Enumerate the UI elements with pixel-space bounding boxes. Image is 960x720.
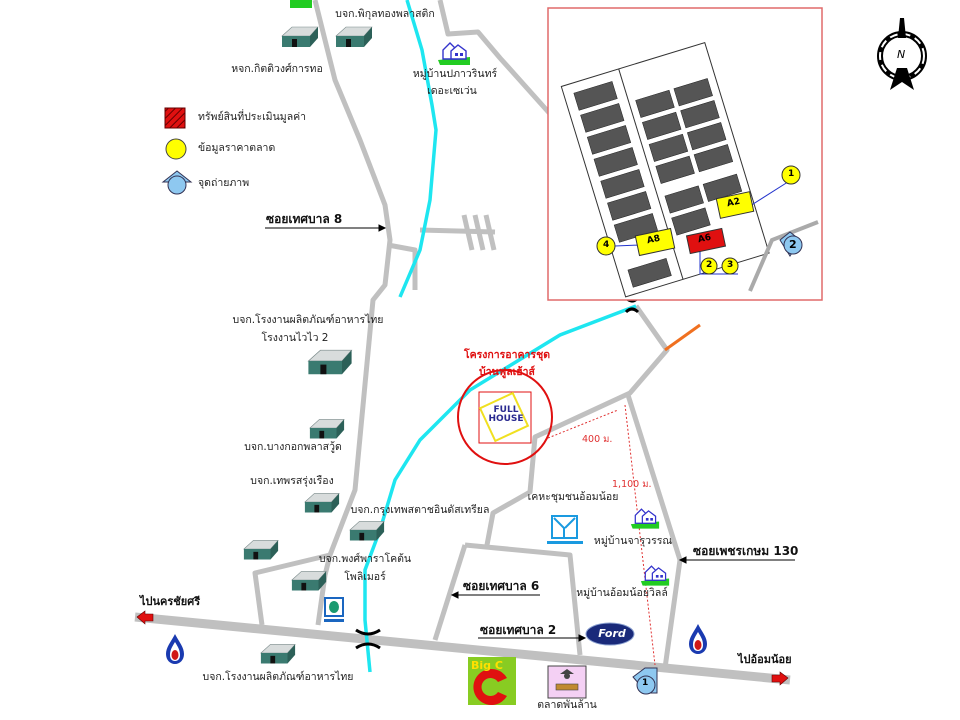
legend-yellow-circle-icon xyxy=(165,138,187,160)
bigc-logo-text: Big C xyxy=(471,659,503,672)
factory-icon xyxy=(335,26,373,48)
label-to-nakhon-chai-si: ไปนครชัยศรี xyxy=(140,595,201,608)
label-village-paphawarin-2: เดอะเซเว่น xyxy=(427,85,477,97)
label-pong-para-2: โพลิเมอร์ xyxy=(344,571,386,583)
label-pikul-thong: บจก.พิกุลทองพลาสติก xyxy=(335,8,435,20)
label-soi-8: ซอยเทศบาล 8 xyxy=(266,212,343,226)
legend-hatched-square-icon xyxy=(164,107,186,129)
label-to-om-noi: ไปอ้อมน้อย xyxy=(738,653,792,666)
fullhouse-logo-text-2: HOUSE xyxy=(488,414,524,424)
bangchak-logo xyxy=(324,597,344,622)
photo-point-1-icon xyxy=(632,667,658,695)
ptt-station-icon xyxy=(166,634,184,664)
arrow-right-icon xyxy=(771,671,789,686)
marker-4 xyxy=(596,236,616,256)
factory-icon xyxy=(349,520,385,541)
ford-logo xyxy=(585,622,635,646)
kheha-logo xyxy=(547,515,583,544)
legend-label-photo-point: จุดถ่ายภาพ xyxy=(198,177,250,189)
legend-label-market-data: ข้อมูลราคาตลาด xyxy=(198,142,276,154)
compass-north-label: N xyxy=(897,48,906,61)
label-kittiwong: หจก.กิตติวงศ์การทอ xyxy=(231,63,323,75)
inset-road xyxy=(748,220,819,292)
village-icon xyxy=(640,565,670,587)
label-village-omnoi-ville: หมู่บ้านอ้อมน้อยวิลล์ xyxy=(576,587,668,599)
soi-arrows xyxy=(265,224,795,642)
label-village-jaruwan: หมู่บ้านจารุวรรณ xyxy=(593,535,673,547)
fullhouse-logo-text-1: FULL xyxy=(493,405,519,415)
orange-road-segment xyxy=(664,323,701,352)
label-pong-para-1: บจก.พงศ์พาราโคต้น xyxy=(318,553,412,565)
label-waiwai-2: โรงงานไวไว 2 xyxy=(261,332,329,344)
factory-icon xyxy=(243,539,279,560)
factory-icon xyxy=(309,418,345,439)
label-theprot: บจก.เทพรสรุ่งเรือง xyxy=(250,475,334,487)
subject-circle xyxy=(457,369,553,465)
distance-400m: 400 ม. xyxy=(582,434,613,445)
inset-marker-4-label: 4 xyxy=(603,240,610,250)
inset-unit-a2 xyxy=(715,191,755,219)
village-icon xyxy=(630,508,660,530)
inset-unit-a6 xyxy=(685,227,727,255)
label-kheha: เคหะชุมชนอ้อมน้อย xyxy=(527,491,619,503)
marker-1 xyxy=(781,165,801,185)
inset-photo-point-2-icon xyxy=(779,231,803,257)
subject-title-1: โครงการอาคารชุด xyxy=(463,349,551,361)
label-soi-petchkasem-130: ซอยเพชรเกษม 130 xyxy=(693,544,799,558)
legend-label-appraised: ทรัพย์สินที่ประเมินมูลค่า xyxy=(198,111,307,123)
label-bangkok-starch: บจก.กรุงเทพสตาชอินดัสเทรียล xyxy=(350,504,490,516)
ford-logo-text: Ford xyxy=(598,627,626,640)
factory-icon xyxy=(260,643,296,664)
subject-title-2: บ้านฟูลเฮ้าส์ xyxy=(479,366,535,378)
factory-icon xyxy=(281,26,319,48)
photo-point-2-number: 2 xyxy=(789,238,797,251)
legend-photo-point-icon xyxy=(161,170,193,195)
arrow-left-icon xyxy=(136,610,154,625)
label-soi-6: ซอยเทศบาล 6 xyxy=(463,579,540,593)
village-icon xyxy=(437,42,471,66)
distance-1100m: 1,100 ม. xyxy=(612,479,652,490)
inset-leader-lines xyxy=(614,179,792,275)
green-marker xyxy=(290,0,312,8)
ptt-station-icon xyxy=(689,624,707,654)
bridge-icon xyxy=(355,628,381,650)
photo-point-1-number: 1 xyxy=(642,678,649,688)
inset-marker-1-label: 1 xyxy=(788,169,795,179)
inset-unit-a8 xyxy=(634,227,676,257)
fullhouse-logo-diamond xyxy=(478,391,530,443)
distance-lines xyxy=(547,404,656,666)
label-bangkok-plaswood: บจก.บางกอกพลาสวู้ด xyxy=(244,441,342,453)
factory-icon xyxy=(304,492,340,513)
factory-icon xyxy=(307,349,353,375)
north-compass-icon xyxy=(877,18,927,90)
label-waiwai-1: บจก.โรงงานผลิตภัณฑ์อาหารไทย xyxy=(232,314,384,326)
bigc-logo xyxy=(468,657,516,705)
label-market: ตลาดพันล้าน xyxy=(537,699,597,711)
inset-marker-3-label: 3 xyxy=(727,260,734,270)
label-soi-2: ซอยเทศบาล 2 xyxy=(480,623,557,637)
main-road-petchkasem xyxy=(134,612,791,685)
label-village-paphawarin: หมู่บ้านปภาวรินทร์ xyxy=(412,68,498,80)
inset-markers xyxy=(596,165,801,275)
canals xyxy=(363,0,637,673)
label-thai-food-factory: บจก.โรงงานผลิตภัณฑ์อาหารไทย xyxy=(202,671,354,683)
market-icon xyxy=(547,665,587,699)
factory-icon xyxy=(291,570,327,591)
marker-3 xyxy=(721,257,739,275)
marker-2 xyxy=(700,257,718,275)
inset-marker-2-label: 2 xyxy=(706,260,713,270)
